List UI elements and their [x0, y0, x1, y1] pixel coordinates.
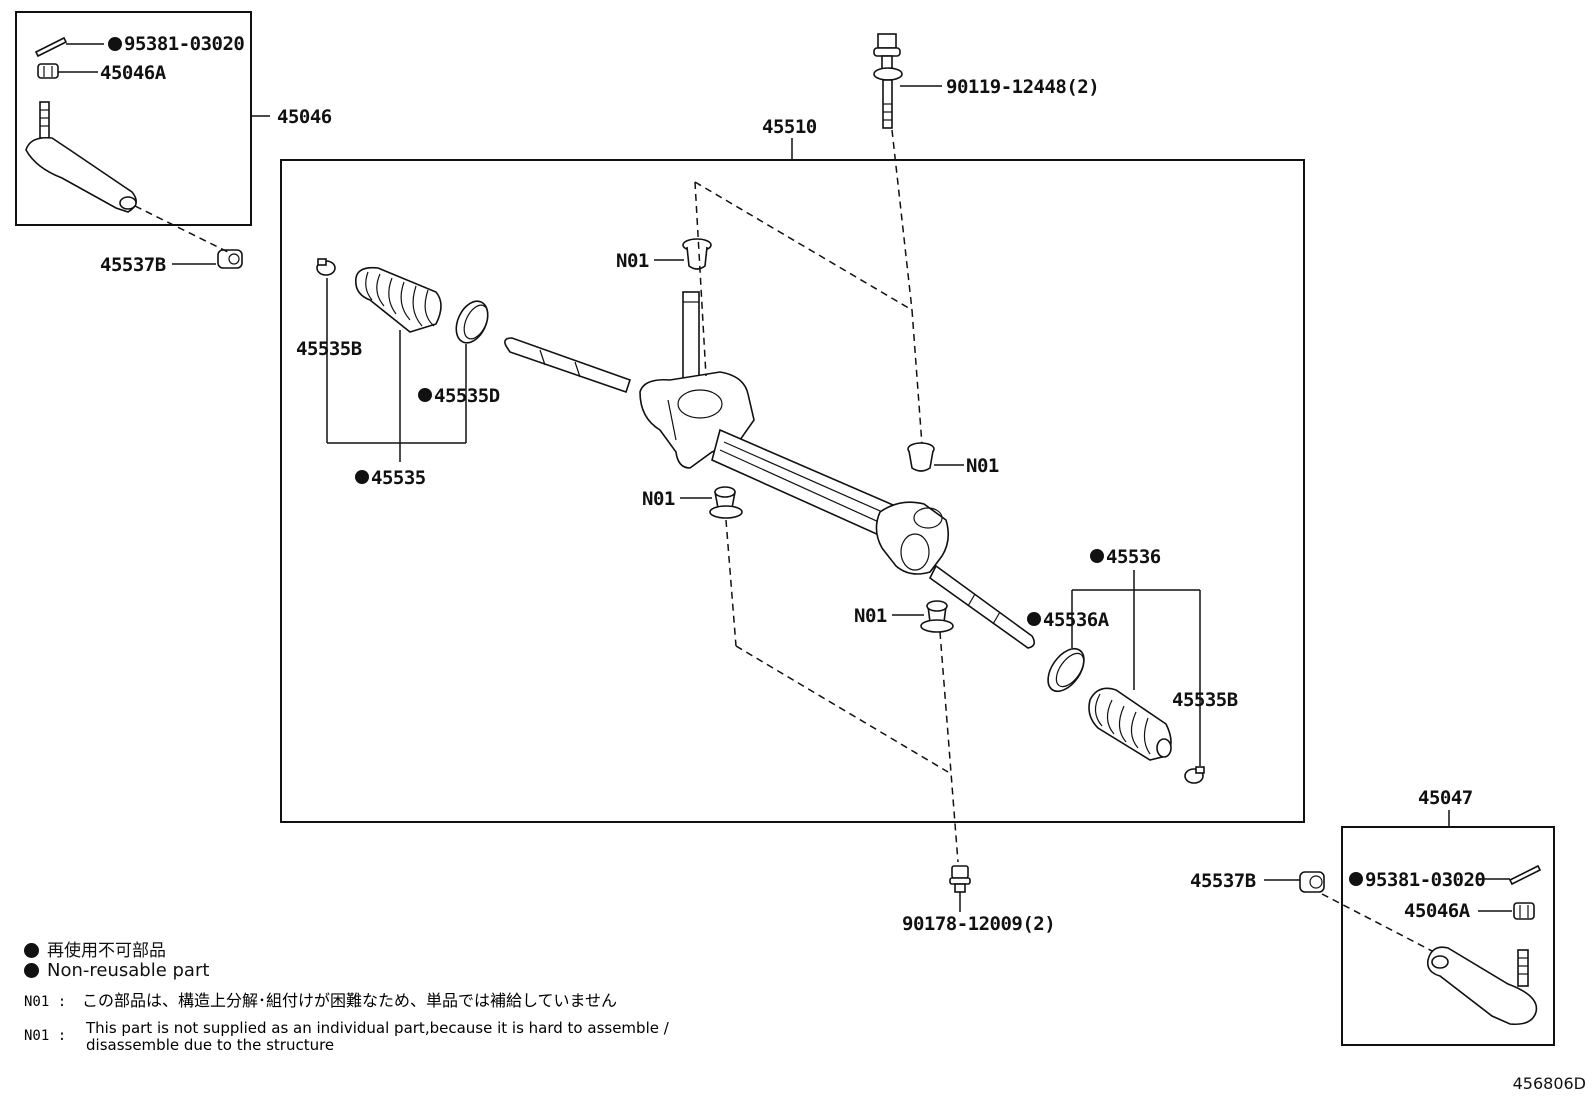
label-90178-12009: 90178-12009(2)	[902, 913, 1055, 935]
tie-rod-end-left-frame	[15, 11, 252, 226]
non-reusable-dot	[355, 470, 369, 484]
label-45510: 45510	[762, 116, 817, 138]
label-n01-right-upper: N01	[966, 455, 999, 477]
bullet-icon	[24, 963, 39, 978]
bullet-icon	[24, 943, 39, 958]
label-45537B-right: 45537B	[1190, 870, 1256, 892]
boot-clamp-small-left-icon	[316, 258, 336, 276]
boot-clamp-large-right-icon	[1047, 647, 1085, 693]
castle-nut-right-icon	[1513, 902, 1535, 920]
tie-rod-end-right-frame	[1341, 826, 1555, 1046]
steering-rack-housing-icon	[504, 291, 1036, 649]
label-n01-right-lower: N01	[854, 605, 887, 627]
label-45047: 45047	[1418, 787, 1473, 809]
label-45046A: 45046A	[100, 62, 167, 84]
label-45535B-left: 45535B	[296, 338, 362, 360]
bolt-90178-icon	[949, 865, 971, 893]
label-45046A-right: 45046A	[1404, 900, 1471, 922]
tie-rod-end-left-icon	[25, 101, 137, 213]
bushing-n01-left-lower-icon	[709, 486, 743, 519]
label-45046: 45046	[277, 106, 332, 128]
bellows-boot-left-icon	[354, 266, 442, 333]
non-reusable-dot	[1349, 872, 1363, 886]
boot-clamp-large-left-icon	[455, 300, 489, 344]
tie-rod-end-right-icon	[1426, 946, 1538, 1026]
bolt-90119-icon	[873, 33, 903, 129]
cotter-pin-icon	[34, 36, 68, 58]
bellows-boot-right-icon	[1088, 687, 1172, 761]
bushing-n01-right-upper-icon	[907, 442, 935, 472]
legend-non-reusable-jp: 再使用不可部品	[24, 936, 166, 961]
note-key-jp: N01 :	[24, 994, 67, 1010]
bushing-n01-right-lower-icon	[920, 600, 954, 633]
legend-non-reusable-en: Non-reusable part	[24, 960, 209, 981]
note-jp: この部品は、構造上分解･組付けが困難なため、単品では補給していません	[82, 991, 618, 1010]
tie-rod-nut-left-icon	[217, 249, 243, 269]
label-n01-left-lower: N01	[642, 488, 675, 510]
castle-nut-icon	[37, 63, 59, 79]
label-45535: 45535	[371, 467, 426, 489]
label-95381-03020-right: 95381-03020	[1365, 869, 1485, 891]
label-45536: 45536	[1106, 546, 1161, 568]
label-45535B-right: 45535B	[1172, 689, 1238, 711]
note-key-en: N01 :	[24, 1028, 67, 1044]
boot-clamp-small-right-icon	[1184, 766, 1205, 784]
label-45536A: 45536A	[1043, 609, 1110, 631]
bushing-n01-top-icon	[682, 238, 712, 270]
non-reusable-dot	[418, 388, 432, 402]
tie-rod-nut-right-icon	[1299, 871, 1325, 893]
note-en-line-2: disassemble due to the structure	[86, 1036, 335, 1054]
note-en-line-1: This part is not supplied as an individu…	[86, 1019, 669, 1037]
label-90119-12448: 90119-12448(2)	[946, 76, 1099, 98]
label-n01-top: N01	[616, 250, 649, 272]
non-reusable-dot	[1027, 612, 1041, 626]
label-95381-03020: 95381-03020	[124, 33, 244, 55]
label-45537B-left: 45537B	[100, 254, 166, 276]
label-45535D: 45535D	[434, 385, 500, 407]
non-reusable-dot	[1090, 549, 1104, 563]
cotter-pin-right-icon	[1508, 864, 1542, 886]
non-reusable-dot	[108, 37, 122, 51]
diagram-id: 456806D	[1512, 1074, 1586, 1093]
